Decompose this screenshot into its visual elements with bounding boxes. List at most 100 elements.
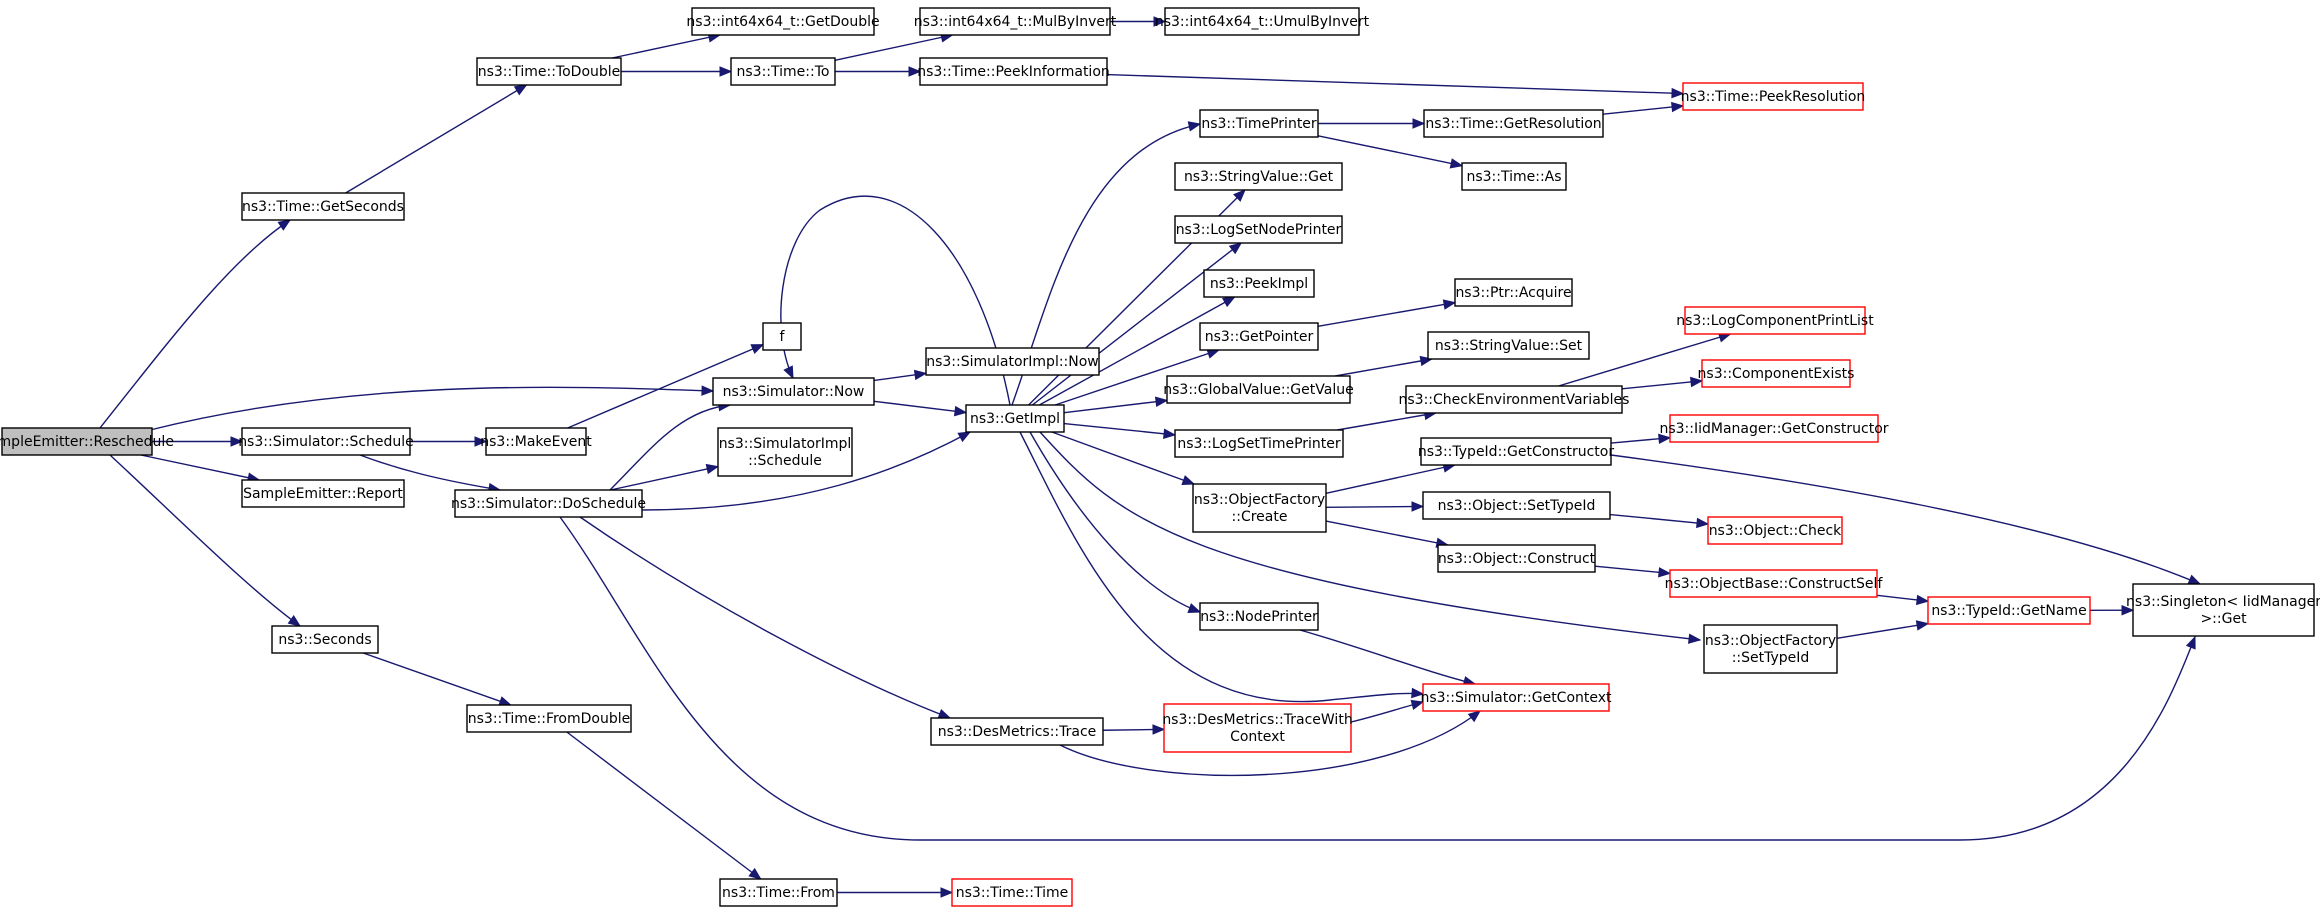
node-box <box>719 878 838 907</box>
node-box <box>762 322 802 351</box>
node-box <box>1163 703 1352 753</box>
node-label: ns3::Simulator::GetContext <box>1420 690 1612 706</box>
node-getdouble[interactable]: ns3::int64x64_t::GetDouble <box>686 7 880 36</box>
arrowhead-sim_now <box>783 365 794 380</box>
node-peekimpl[interactable]: ns3::PeekImpl <box>1203 269 1315 298</box>
node-box <box>476 57 622 86</box>
node-peekinformation[interactable]: ns3::Time::PeekInformation <box>917 57 1110 86</box>
node-objectfactory_create[interactable]: ns3::ObjectFactory::Create <box>1192 483 1327 533</box>
edge-objectfactory_create-to-object_construct <box>1325 520 1448 546</box>
node-label: Context <box>1230 729 1285 745</box>
arrowhead-getcontext <box>1411 687 1425 699</box>
node-simimpl_now[interactable]: ns3::SimulatorImpl::Now <box>925 347 1100 376</box>
node-time_time[interactable]: ns3::Time::Time <box>951 878 1073 907</box>
node-label: ns3::Time::FromDouble <box>468 711 631 727</box>
arrowhead-timeprinter <box>1187 121 1202 132</box>
node-label: ns3::IidManager::GetConstructor <box>1659 421 1888 437</box>
node-object_settypeid[interactable]: ns3::Object::SetTypeId <box>1422 491 1611 520</box>
arrowhead-nodeprinter <box>1187 603 1202 613</box>
node-box <box>1405 385 1623 414</box>
node-typeid_getname[interactable]: ns3::TypeId::GetName <box>1927 596 2091 625</box>
node-sim_now[interactable]: ns3::Simulator::Now <box>712 377 875 406</box>
node-stringvalue_set[interactable]: ns3::StringValue::Set <box>1427 331 1590 360</box>
node-globalvalue_getvalue[interactable]: ns3::GlobalValue::GetValue <box>1163 375 1354 404</box>
node-timeprinter[interactable]: ns3::TimePrinter <box>1199 109 1319 138</box>
node-typeid_getconstructor[interactable]: ns3::TypeId::GetConstructor <box>1418 437 1614 466</box>
node-fromdouble[interactable]: ns3::Time::FromDouble <box>466 704 632 733</box>
node-label: ns3::TypeId::GetConstructor <box>1418 444 1614 460</box>
node-getresolution[interactable]: ns3::Time::GetResolution <box>1423 109 1604 138</box>
node-label: ns3::NodePrinter <box>1200 609 1318 625</box>
node-reschedule[interactable]: SampleEmitter::Reschedule <box>0 427 174 456</box>
node-box <box>1199 602 1319 631</box>
node-nodeprinter[interactable]: ns3::NodePrinter <box>1199 602 1319 631</box>
node-label: ns3::Time::From <box>722 885 835 901</box>
arrowhead-typeid_getname <box>1915 594 1930 606</box>
node-to[interactable]: ns3::Time::To <box>730 57 836 86</box>
node-label: ns3::Singleton< IidManager <box>2126 594 2320 610</box>
arrowhead-umulbyinvert <box>1153 16 1167 27</box>
node-ptr_acquire[interactable]: ns3::Ptr::Acquire <box>1454 278 1573 307</box>
edge-object_construct-to-constructself <box>1594 565 1671 575</box>
arrowhead-getresolution <box>1412 118 1426 129</box>
node-doschedule[interactable]: ns3::Simulator::DoSchedule <box>451 489 646 518</box>
node-constructself[interactable]: ns3::ObjectBase::ConstructSelf <box>1665 569 1884 598</box>
node-box <box>717 427 853 477</box>
node-getcontext[interactable]: ns3::Simulator::GetContext <box>1420 683 1612 712</box>
node-report[interactable]: SampleEmitter::Report <box>241 479 405 508</box>
node-label: ns3::Time::Time <box>956 885 1068 901</box>
arrowhead-todouble <box>513 84 528 96</box>
node-label: ns3::LogSetTimePrinter <box>1177 436 1341 452</box>
node-box <box>1 427 153 456</box>
node-logcomponentprintlist[interactable]: ns3::LogComponentPrintList <box>1676 306 1874 335</box>
node-logsetnodeprinter[interactable]: ns3::LogSetNodePrinter <box>1174 215 1343 244</box>
arrowhead-sim_schedule <box>230 436 244 447</box>
node-checkenvvars[interactable]: ns3::CheckEnvironmentVariables <box>1399 385 1630 414</box>
node-box <box>1422 491 1611 520</box>
node-box <box>1422 683 1610 712</box>
node-box <box>965 404 1065 433</box>
node-label: ns3::int64x64_t::MulByInvert <box>914 14 1117 30</box>
node-stringvalue_get[interactable]: ns3::StringValue::Get <box>1174 162 1343 191</box>
node-desmetrics_trace[interactable]: ns3::DesMetrics::Trace <box>930 717 1104 746</box>
node-logsettimeprinter[interactable]: ns3::LogSetTimePrinter <box>1174 429 1344 458</box>
node-umulbyinvert[interactable]: ns3::int64x64_t::UmulByInvert <box>1155 7 1370 36</box>
node-box <box>1199 109 1319 138</box>
node-getseconds[interactable]: ns3::Time::GetSeconds <box>241 192 405 221</box>
node-object_check[interactable]: ns3::Object::Check <box>1707 516 1843 545</box>
edge-getresolution-to-peekresolution <box>1602 105 1684 115</box>
arrowhead-simimpl_now <box>913 369 928 381</box>
node-simimpl_schedule[interactable]: ns3::SimulatorImpl::Schedule <box>717 427 853 477</box>
node-box <box>1682 82 1864 111</box>
edge-to-to-mulbyinvert <box>834 34 953 61</box>
arrowhead-peekresolution <box>1671 87 1685 99</box>
node-label: >::Get <box>2200 611 2247 627</box>
node-box <box>241 479 405 508</box>
arrowhead-f <box>750 344 765 354</box>
edge-timeprinter-to-time_as <box>1317 135 1463 167</box>
node-f[interactable]: f <box>762 322 802 351</box>
node-makeevent[interactable]: ns3::MakeEvent <box>480 427 592 456</box>
node-todouble[interactable]: ns3::Time::ToDouble <box>476 57 622 86</box>
node-getpointer[interactable]: ns3::GetPointer <box>1199 322 1319 351</box>
node-getimpl[interactable]: ns3::GetImpl <box>965 404 1065 433</box>
node-seconds[interactable]: ns3::Seconds <box>271 625 379 654</box>
node-time_from[interactable]: ns3::Time::From <box>719 878 838 907</box>
node-object_construct[interactable]: ns3::Object::Construct <box>1437 544 1596 573</box>
node-peekresolution[interactable]: ns3::Time::PeekResolution <box>1681 82 1866 111</box>
edge-doschedule-to-sim_now <box>609 404 731 491</box>
edge-doschedule-to-simimpl_schedule <box>610 465 719 491</box>
node-box <box>712 377 875 406</box>
node-componentexists[interactable]: ns3::ComponentExists <box>1698 359 1855 388</box>
node-singleton_get[interactable]: ns3::Singleton< IidManager>::Get <box>2126 583 2320 637</box>
node-box <box>730 57 836 86</box>
node-iidmanager_getconstructor[interactable]: ns3::IidManager::GetConstructor <box>1659 414 1889 443</box>
node-mulbyinvert[interactable]: ns3::int64x64_t::MulByInvert <box>914 7 1117 36</box>
node-sim_schedule[interactable]: ns3::Simulator::Schedule <box>238 427 414 456</box>
node-objectfactory_settypeid[interactable]: ns3::ObjectFactory::SetTypeId <box>1703 624 1838 674</box>
node-box <box>691 7 875 36</box>
node-label: SampleEmitter::Reschedule <box>0 434 174 450</box>
node-box <box>919 57 1108 86</box>
node-time_as[interactable]: ns3::Time::As <box>1461 162 1567 191</box>
